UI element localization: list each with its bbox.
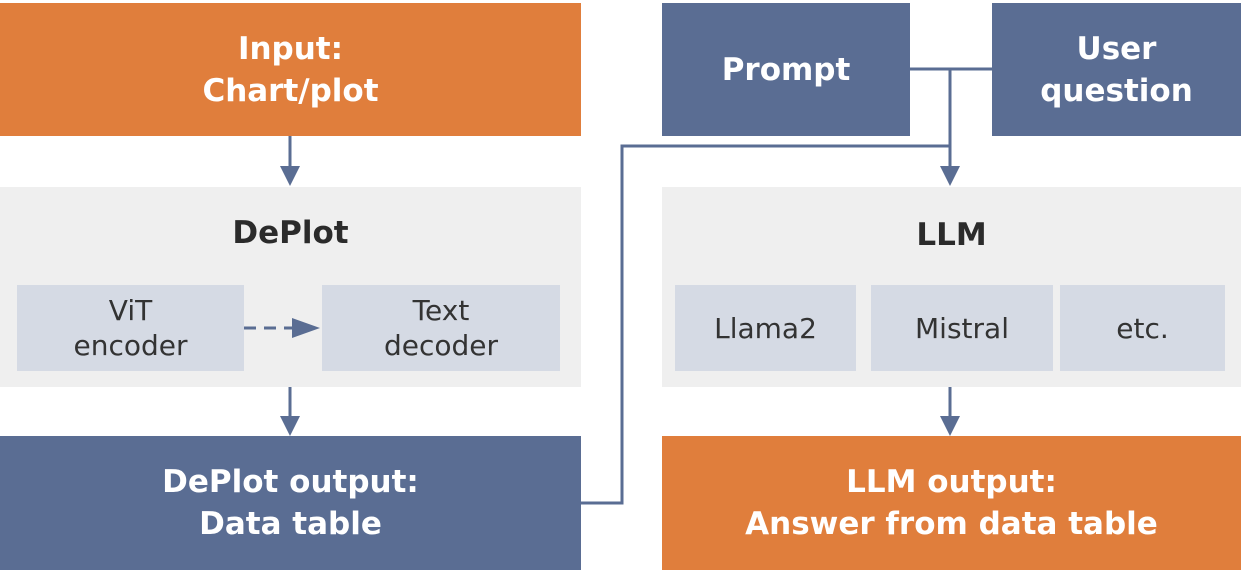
prompt-label: Prompt <box>721 51 851 88</box>
arrowhead-to-llm <box>940 166 960 186</box>
deplot-title: DePlot <box>232 215 349 251</box>
text-decoder-label: Text decoder <box>383 294 499 362</box>
vit-encoder-label: ViT encoder <box>73 294 188 362</box>
deplot-output-box: DePlot output: Data table <box>0 436 581 570</box>
model-llama2-box: Llama2 <box>675 285 856 371</box>
deplot-panel: DePlot ViT encoder Text decoder <box>0 187 581 387</box>
llm-output-box: LLM output: Answer from data table <box>662 436 1241 570</box>
text-decoder-box: Text decoder <box>322 285 560 371</box>
model-mistral-label: Mistral <box>915 311 1009 345</box>
model-etc-label: etc. <box>1116 311 1169 345</box>
llm-output-label: LLM output: Answer from data table <box>745 464 1158 542</box>
llm-panel: LLM Llama2 Mistral etc. <box>662 187 1241 387</box>
model-etc-box: etc. <box>1060 285 1225 371</box>
input-chart-label: Input: Chart/plot <box>202 30 379 109</box>
arrowhead-input-deplot <box>280 166 300 186</box>
arrowhead-llm-output <box>940 416 960 436</box>
llm-title: LLM <box>916 217 987 253</box>
prompt-box: Prompt <box>662 3 910 136</box>
user-question-box: User question <box>992 3 1241 136</box>
user-question-label: User question <box>1040 30 1193 109</box>
vit-encoder-box: ViT encoder <box>17 285 244 371</box>
model-llama2-label: Llama2 <box>714 311 817 345</box>
deplot-output-label: DePlot output: Data table <box>162 464 419 542</box>
input-chart-box: Input: Chart/plot <box>0 3 581 136</box>
model-mistral-box: Mistral <box>871 285 1053 371</box>
arrowhead-deplot-output <box>280 416 300 436</box>
